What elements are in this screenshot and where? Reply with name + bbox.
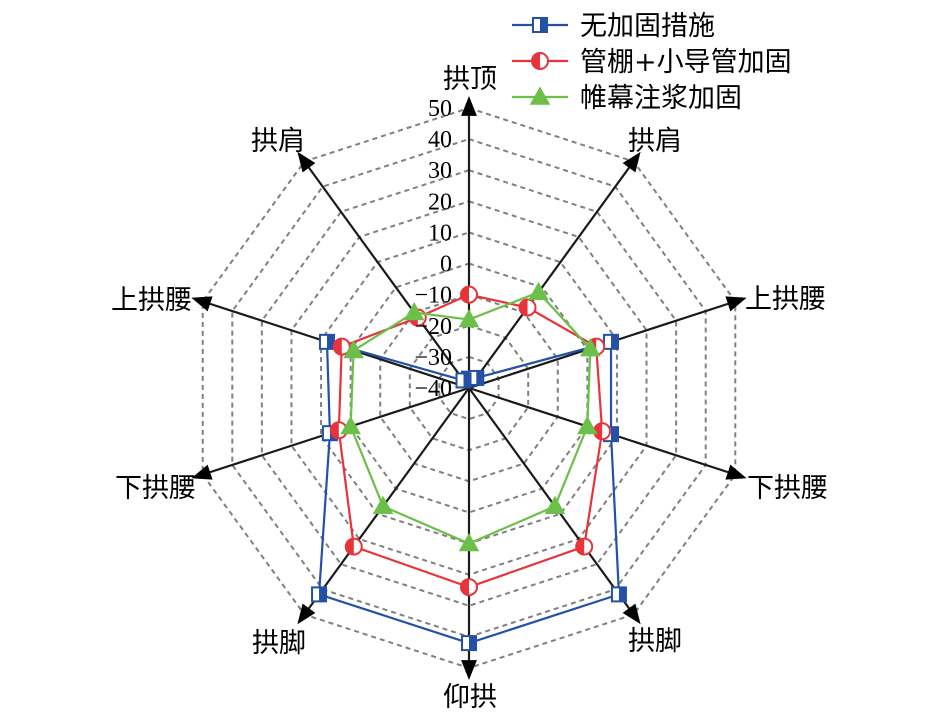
data-point bbox=[311, 586, 328, 603]
legend-label: 帷幕注浆加固 bbox=[580, 83, 742, 114]
category-label: 拱脚 bbox=[628, 626, 682, 657]
data-point bbox=[461, 635, 477, 652]
data-point bbox=[332, 337, 351, 356]
data-point bbox=[460, 578, 478, 597]
series-1 bbox=[329, 285, 612, 597]
category-label: 拱肩 bbox=[628, 126, 682, 157]
data-point bbox=[329, 421, 348, 440]
category-label: 上拱腰 bbox=[111, 285, 192, 316]
radial-tick-label: −30 bbox=[414, 345, 452, 371]
data-point bbox=[610, 586, 627, 603]
radar-series bbox=[311, 281, 627, 652]
radial-tick-label: 30 bbox=[428, 158, 452, 184]
radial-tick-label: −20 bbox=[414, 314, 452, 340]
data-point bbox=[344, 537, 363, 556]
data-point bbox=[343, 339, 364, 359]
series-0 bbox=[311, 333, 627, 652]
radial-tick-label: −40 bbox=[414, 376, 452, 402]
data-point bbox=[577, 415, 598, 435]
legend-label: 无加固措施 bbox=[580, 11, 715, 42]
data-point bbox=[403, 301, 425, 321]
data-point bbox=[531, 52, 549, 70]
data-point bbox=[372, 495, 394, 515]
radial-tick-label: 50 bbox=[428, 96, 452, 122]
category-label: 仰拱 bbox=[443, 682, 497, 713]
data-point bbox=[603, 333, 620, 350]
category-label: 下拱腰 bbox=[115, 473, 196, 504]
data-point bbox=[528, 281, 549, 301]
data-point bbox=[544, 495, 566, 515]
data-point bbox=[458, 309, 480, 328]
category-label: 上拱腰 bbox=[745, 284, 826, 315]
data-point bbox=[518, 298, 537, 317]
data-point bbox=[532, 17, 548, 33]
data-point bbox=[340, 415, 361, 435]
radial-tick-label: 0 bbox=[440, 252, 452, 278]
data-point bbox=[318, 333, 335, 350]
data-point bbox=[580, 338, 601, 357]
radial-tick-label: −10 bbox=[414, 283, 452, 309]
category-label: 拱脚 bbox=[252, 628, 306, 659]
data-point bbox=[458, 533, 480, 552]
axis-line bbox=[297, 151, 470, 389]
axis-line bbox=[468, 151, 641, 389]
data-point bbox=[455, 372, 472, 389]
data-point bbox=[593, 422, 612, 441]
category-label: 下拱腰 bbox=[747, 473, 828, 504]
legend-label: 管棚+小导管加固 bbox=[580, 47, 792, 78]
radial-tick-label: 20 bbox=[428, 189, 452, 215]
legend-item: 管棚+小导管加固 bbox=[512, 47, 792, 78]
series-2 bbox=[340, 281, 601, 552]
radial-tick-label: 10 bbox=[428, 220, 452, 246]
category-label: 拱肩 bbox=[251, 126, 305, 157]
category-label: 拱顶 bbox=[443, 64, 497, 95]
legend-item: 无加固措施 bbox=[512, 11, 715, 42]
data-point bbox=[460, 285, 478, 304]
data-point bbox=[529, 86, 551, 105]
data-point bbox=[575, 537, 594, 556]
legend-item: 帷幕注浆加固 bbox=[512, 83, 742, 114]
radial-tick-labels: 50 40 30 20 10 0 −10 −20 −30 −40 bbox=[414, 96, 452, 402]
radial-tick-label: 40 bbox=[428, 127, 452, 153]
